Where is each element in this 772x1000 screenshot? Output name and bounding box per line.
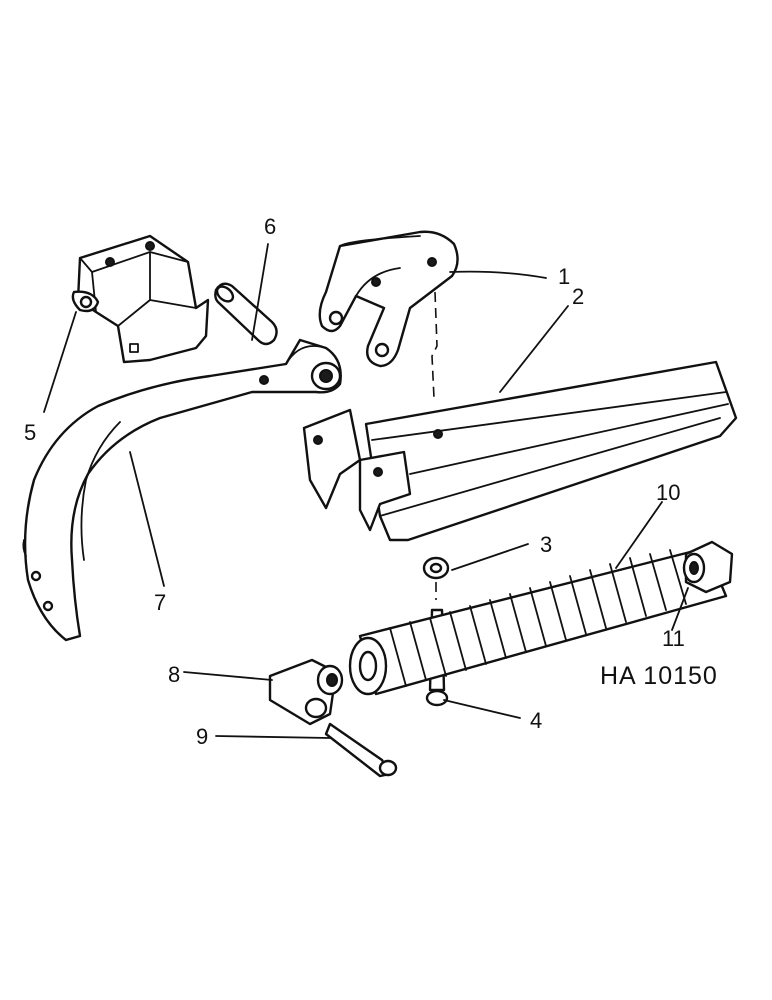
callout-1: 1 [558,264,570,289]
coil-spring [348,546,728,696]
callout-10: 10 [656,480,680,505]
clevis-block [268,658,344,726]
callout-6: 6 [264,214,276,239]
channel-housing [302,360,738,542]
callout-7: 7 [154,590,166,615]
leader-lines [43,243,689,739]
callout-labels: 1 2 3 4 5 6 7 8 9 10 11 [24,214,685,749]
mounting-bracket [71,234,210,364]
callout-4: 4 [530,708,542,733]
callout-3: 3 [540,532,552,557]
curved-arm [22,338,342,642]
bracket-alignment-line [431,291,438,399]
washer [422,556,450,580]
callout-9: 9 [196,724,208,749]
callout-8: 8 [168,662,180,687]
pin-sleeve [214,282,278,346]
yoke-bracket [318,230,459,368]
hex-nut [682,540,734,594]
reference-code: HA 10150 [600,662,718,690]
callout-2: 2 [572,284,584,309]
callout-5: 5 [24,420,36,445]
callout-11: 11 [662,626,685,651]
clevis-pin [324,722,398,778]
